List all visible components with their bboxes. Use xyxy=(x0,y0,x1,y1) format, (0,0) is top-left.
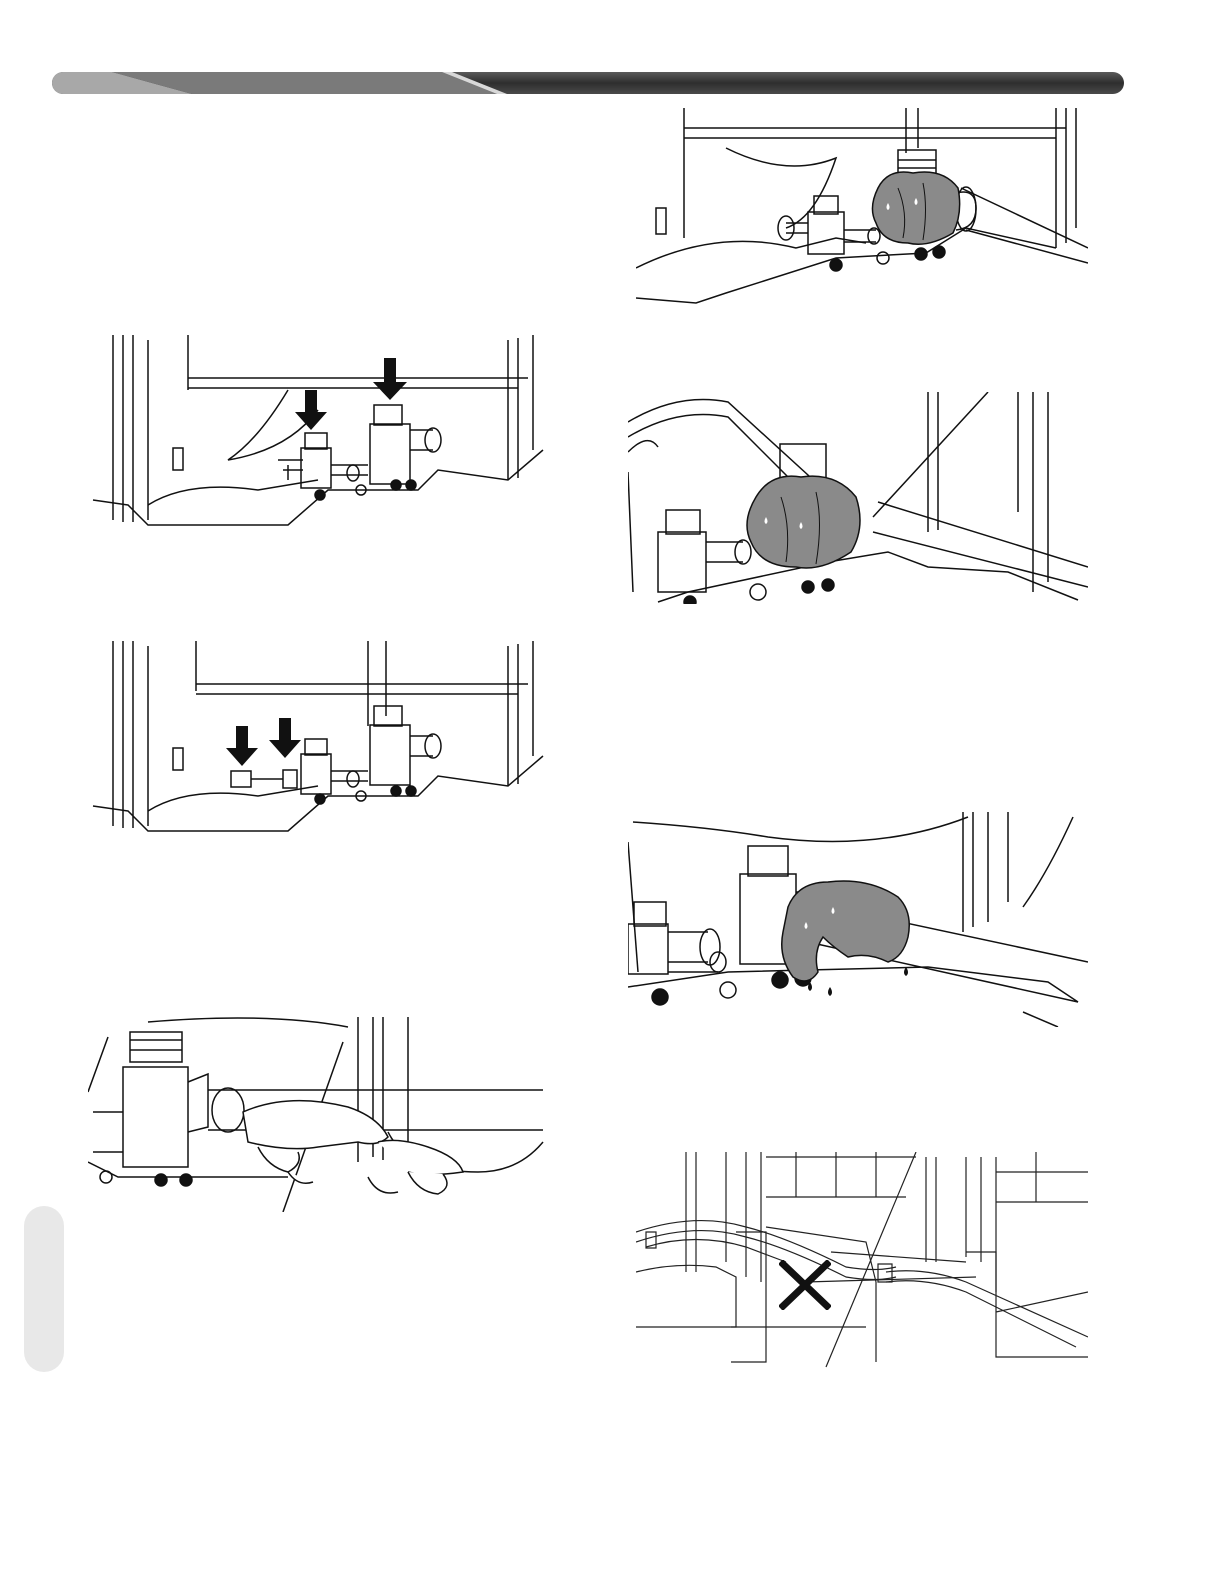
header-bar xyxy=(52,72,1124,94)
figure-wet-towel-on-pipe-dripping xyxy=(628,812,1088,1027)
figure-arrows-on-valve-caps xyxy=(88,330,548,545)
down-arrow-icon xyxy=(295,390,327,430)
water-drop-icon xyxy=(868,168,963,248)
figure-arrows-on-flare-nuts xyxy=(88,636,548,851)
x-mark-icon xyxy=(779,1260,831,1310)
figure-torch-heating-towel-valve xyxy=(628,392,1088,604)
hand-icon xyxy=(228,1092,468,1202)
figure-wet-towel-on-valve xyxy=(636,108,1088,308)
figure-hands-wiping-pipe xyxy=(88,1012,548,1212)
down-arrow-icon xyxy=(226,726,258,766)
side-tab xyxy=(24,1206,64,1372)
water-drop-icon xyxy=(778,877,918,1002)
figure-incorrect-pipe-routing xyxy=(636,1152,1088,1384)
water-drop-icon xyxy=(741,472,871,572)
down-arrow-icon xyxy=(269,718,301,758)
down-arrow-icon xyxy=(373,358,407,400)
